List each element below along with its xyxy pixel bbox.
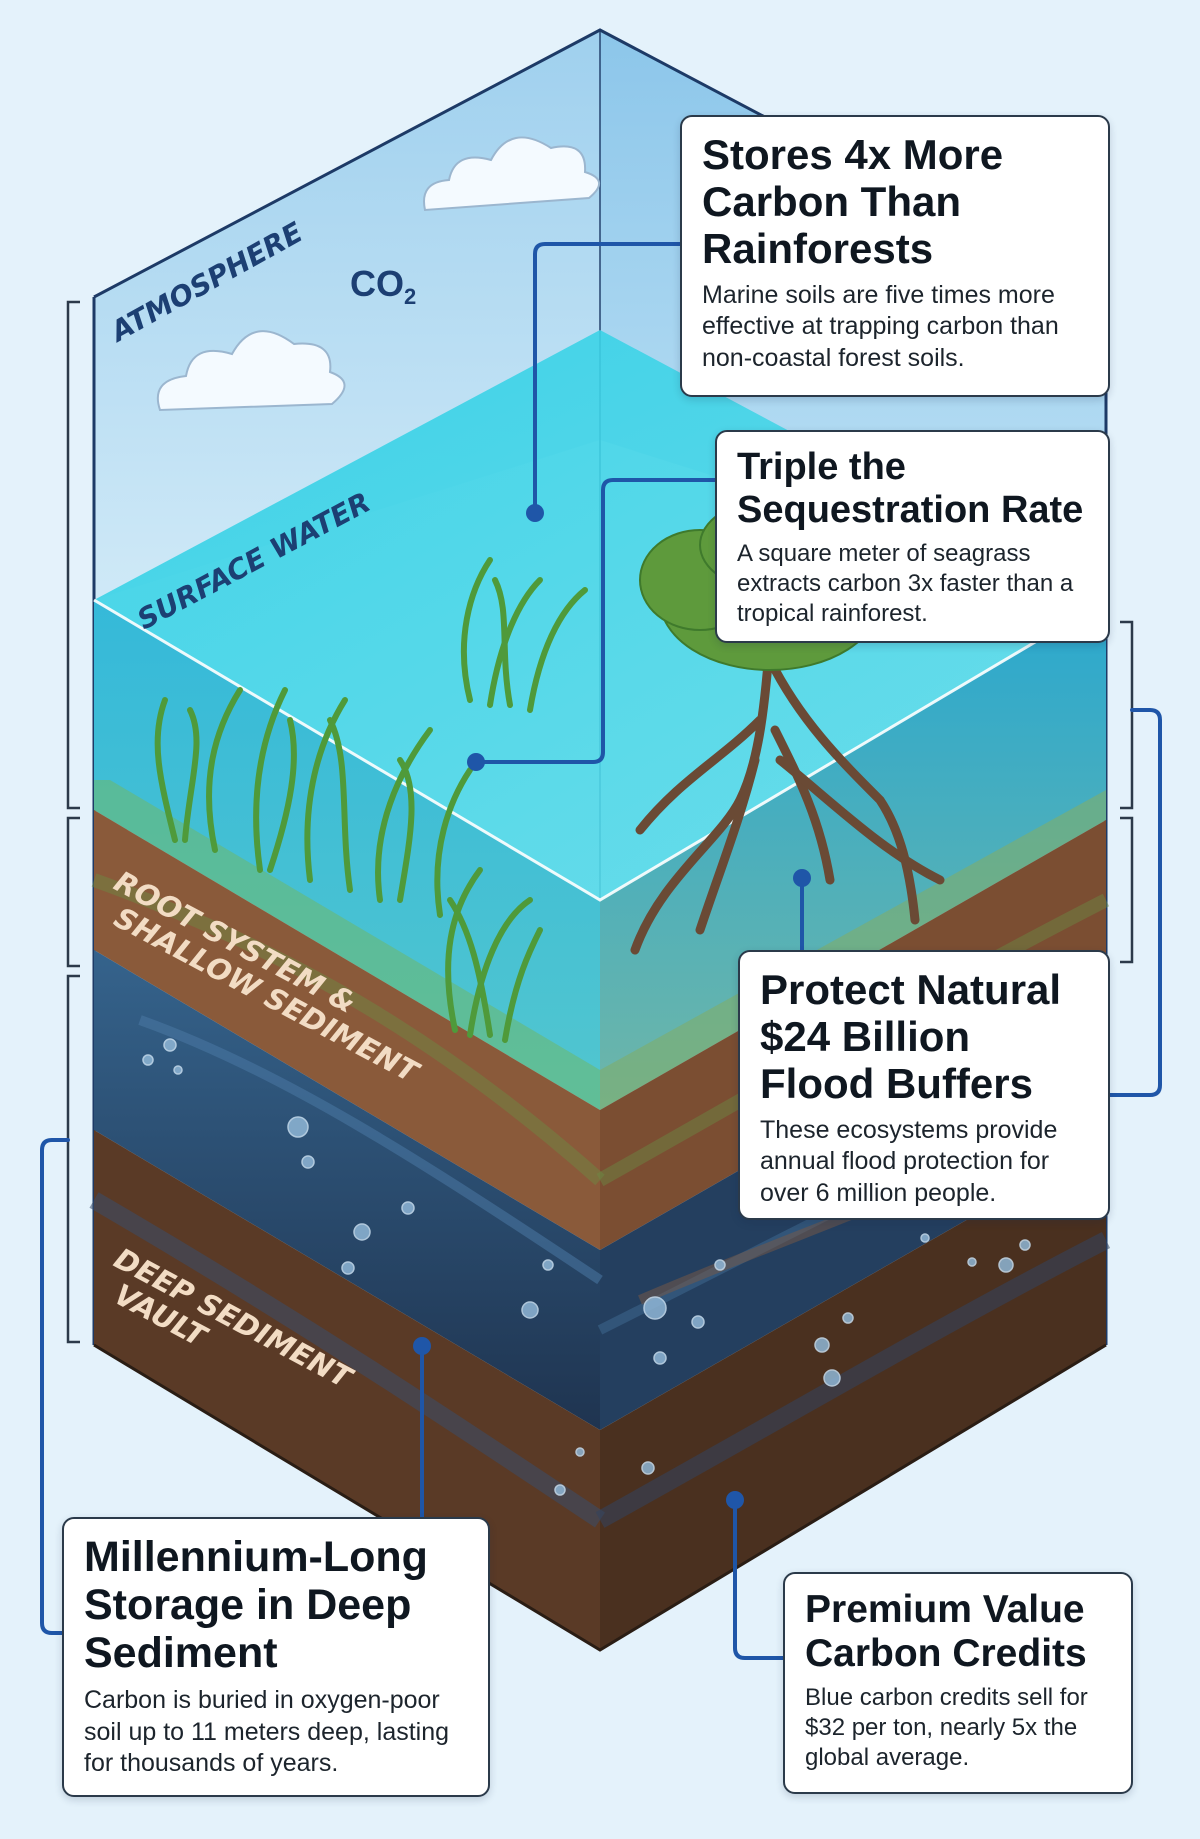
callout-carbon-storage: Stores 4x More Carbon Than Rainforests M… [680,115,1110,397]
connector-carbon [533,242,682,515]
callout-carbon-credits: Premium Value Carbon Credits Blue carbon… [783,1572,1133,1794]
callout-credits-body: Blue carbon credits sell for $32 per ton… [805,1684,1088,1772]
callout-storage-body: Carbon is buried in oxygen-poor soil up … [84,1686,450,1777]
connector-credits [733,1498,785,1660]
callout-deep-storage: Millennium-Long Storage in Deep Sediment… [62,1517,490,1797]
callout-flood-body: These ecosystems provide annual flood pr… [760,1116,1058,1207]
callout-rate-title: Triple the Sequestration Rate [737,446,1084,531]
connector-dots [413,504,811,1509]
connector-rate [474,478,717,764]
callout-rate-body: A square meter of seagrass extracts carb… [737,540,1074,628]
connector-storage [40,1138,70,1635]
cloud-icon [156,136,600,412]
callout-carbon-body: Marine soils are five times more effecti… [702,281,1059,372]
callout-credits-title: Premium Value Carbon Credits [805,1588,1087,1675]
label-co2: CO2 [350,263,416,309]
connector-lines [40,242,1162,1660]
connector-flood [1108,708,1162,1097]
layer-brackets [66,300,1134,1344]
callout-storage-title: Millennium-Long Storage in Deep Sediment [84,1533,428,1678]
bubbles [142,1038,1031,1496]
callout-flood-title: Protect Natural $24 Billion Flood Buffer… [760,966,1062,1108]
seagrass [154,557,588,1043]
callout-flood-buffers: Protect Natural $24 Billion Flood Buffer… [738,950,1110,1220]
callout-carbon-title: Stores 4x More Carbon Than Rainforests [702,131,1004,273]
callout-sequestration-rate: Triple the Sequestration Rate A square m… [715,430,1110,643]
